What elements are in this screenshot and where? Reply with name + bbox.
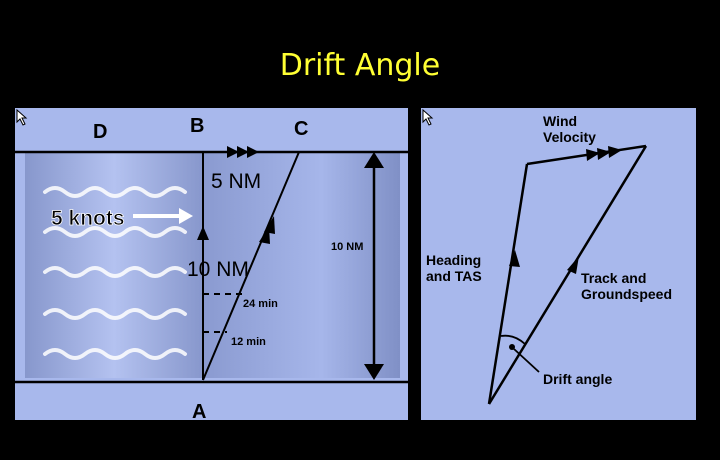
track-arrow-icon-2 xyxy=(264,216,275,234)
wave-line xyxy=(43,186,187,198)
cursor-icon xyxy=(422,108,434,126)
point-a-label: A xyxy=(192,401,206,423)
wind-arrow xyxy=(133,208,193,224)
river-area xyxy=(203,152,400,378)
drift-angle-dot xyxy=(509,344,515,350)
drift-distance-label: 5 NM xyxy=(211,170,261,193)
drift-angle-pointer xyxy=(513,348,540,373)
heading-label-1: Heading xyxy=(426,252,481,268)
total-distance-up-arrow-icon xyxy=(364,152,384,168)
point-d-label: D xyxy=(93,121,107,143)
track-line xyxy=(202,151,300,381)
wind-triangle-diagram: Wind Velocity Heading and TAS Track and … xyxy=(422,108,672,405)
wind-speed-label: 5 knots xyxy=(51,207,125,230)
heading-arrow-icon xyxy=(197,226,209,240)
wave-line xyxy=(43,226,187,238)
total-distance-label: 10 NM xyxy=(331,241,363,253)
time-12-label: 12 min xyxy=(231,336,266,348)
drift-angle-label: Drift angle xyxy=(543,371,612,387)
heading-arrow-icon xyxy=(509,250,520,267)
point-b-label: B xyxy=(190,115,204,137)
water-area xyxy=(25,152,203,378)
time-24-label: 24 min xyxy=(243,298,278,310)
wind-velocity-label-2: Velocity xyxy=(543,129,596,145)
heading-tas-vector xyxy=(487,163,529,405)
page-title: Drift Angle xyxy=(279,48,441,83)
wave-lines xyxy=(43,186,187,360)
drift-illustration: 5 knots 24 min 12 min 5 NM 10 NM 10 NM xyxy=(15,108,408,423)
cursor-icon xyxy=(16,108,28,126)
drift-triple-arrow-icon xyxy=(227,146,259,158)
wave-line xyxy=(43,348,187,360)
total-distance-down-arrow-icon xyxy=(364,364,384,380)
wave-line xyxy=(43,308,187,320)
track-arrow-icon xyxy=(567,256,579,274)
track-groundspeed-vector xyxy=(487,145,648,405)
point-c-label: C xyxy=(294,118,308,140)
track-distance-label: 10 NM xyxy=(187,258,249,281)
drift-angle-arc xyxy=(500,334,526,345)
drift-illustration-panel: 5 knots 24 min 12 min 5 NM 10 NM 10 NM xyxy=(15,108,408,423)
wind-triangle-panel: Wind Velocity Heading and TAS Track and … xyxy=(421,108,696,420)
track-label-2: Groundspeed xyxy=(581,286,672,302)
wave-line xyxy=(43,266,187,278)
wind-velocity-label-1: Wind xyxy=(543,113,577,129)
track-label-1: Track and xyxy=(581,270,646,286)
heading-label-2: and TAS xyxy=(426,268,482,284)
wind-triple-arrow-icon xyxy=(586,146,622,161)
